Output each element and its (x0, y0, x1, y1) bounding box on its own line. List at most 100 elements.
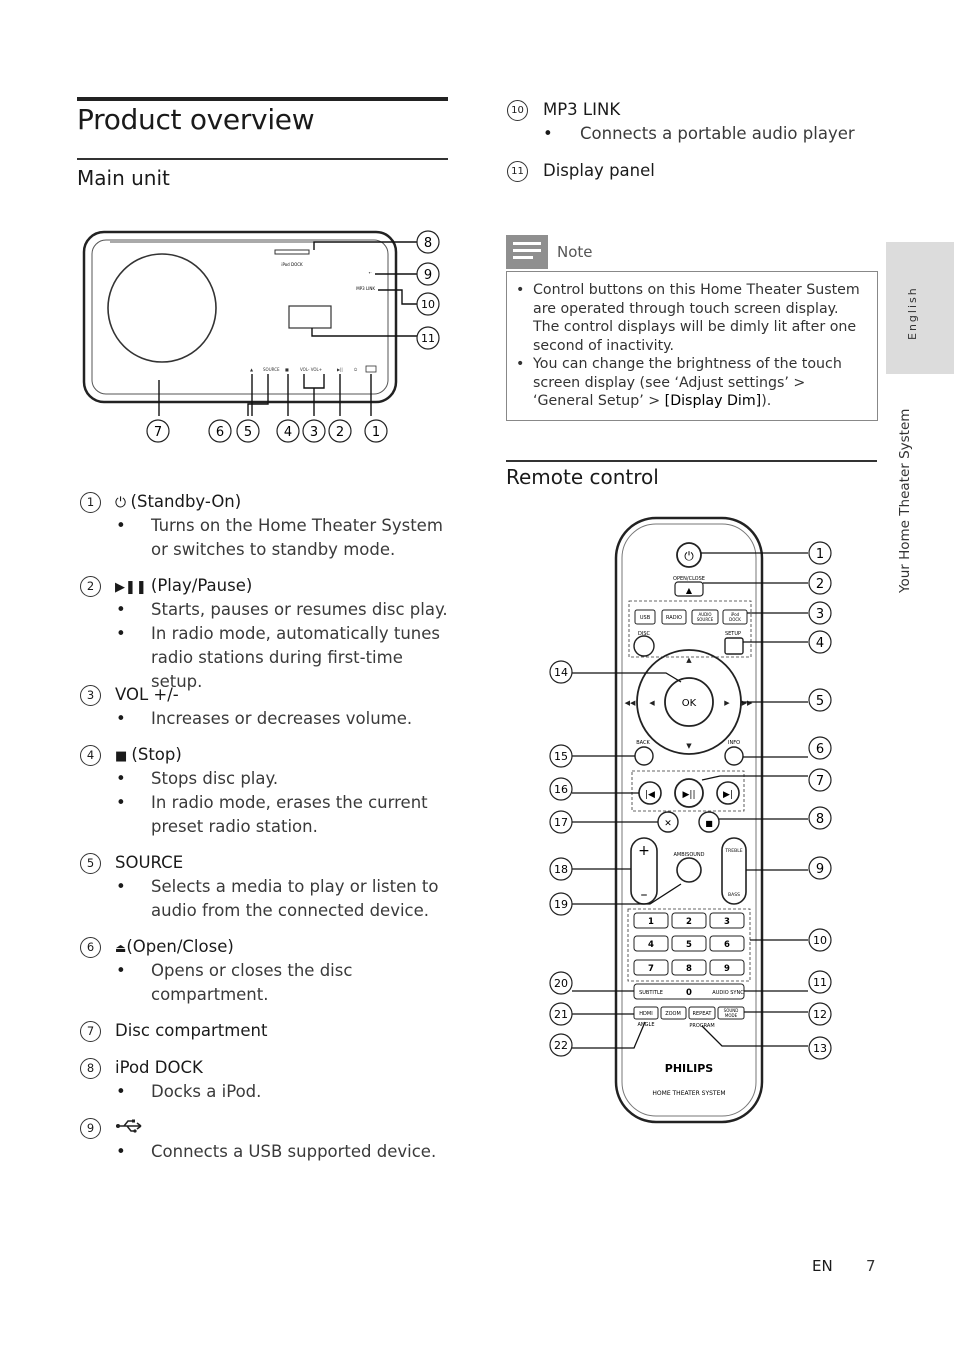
main-unit-diagram: iPod DOCK ⇠ MP3 LINK ▲ SOURCE ■ VOL- VOL… (82, 230, 440, 443)
note-box (506, 271, 878, 421)
item-title: iPod DOCK (115, 1058, 203, 1077)
section-rule (506, 460, 877, 462)
svg-text:⏻: ⏻ (684, 549, 694, 563)
callout-11: 11 (416, 326, 440, 350)
remote-callout-7: 7 (808, 768, 832, 792)
mp3-label: MP3 LINK (356, 286, 375, 291)
remote-callout-22: 22 (549, 1033, 573, 1057)
svg-text:17: 17 (554, 816, 568, 829)
svg-text:INFO: INFO (728, 740, 740, 746)
svg-text:7: 7 (816, 774, 824, 789)
svg-text:9: 9 (724, 964, 730, 974)
svg-text:21: 21 (554, 1008, 568, 1021)
brand-logo: PHILIPS (665, 1062, 714, 1075)
svg-text:3: 3 (816, 607, 824, 622)
item-number: 8 (80, 1058, 101, 1079)
svg-text:4: 4 (648, 940, 654, 950)
remote-callout-4: 4 (808, 630, 832, 654)
note-icon (506, 235, 548, 269)
item-bullet: Increases or decreases volume. (151, 709, 413, 728)
svg-text:DISC: DISC (638, 631, 650, 637)
remote-callout-12: 12 (808, 1002, 832, 1026)
callout-6: 6 (208, 419, 232, 443)
remote-callout-9: 9 (808, 856, 832, 880)
svg-text:AUDIO SYNC: AUDIO SYNC (712, 990, 744, 996)
note-bullet: •Control buttons on this Home Theater Su… (516, 282, 860, 354)
usb-icon (115, 1116, 145, 1140)
item-number: 10 (507, 100, 528, 121)
item-bullet: Connects a USB supported device. (151, 1142, 437, 1161)
svg-text:4: 4 (816, 636, 824, 651)
svg-text:5: 5 (686, 940, 692, 950)
item-bullet: Selects a media to play or listen to aud… (151, 877, 439, 920)
svg-text:ANGLE: ANGLE (638, 1022, 655, 1028)
remote-callout-17: 17 (549, 810, 573, 834)
svg-text:▼: ▼ (686, 742, 692, 750)
item-number: 9 (80, 1118, 101, 1139)
item-title: (Stop) (131, 745, 182, 764)
item-title: SOURCE (115, 853, 184, 872)
svg-text:2: 2 (816, 577, 824, 592)
remote-callout-15: 15 (549, 744, 573, 768)
svg-text:▶: ▶ (724, 699, 730, 707)
vol-label: VOL- VOL+ (300, 367, 322, 372)
item-bullet: Connects a portable audio player (580, 124, 855, 143)
svg-text:HDMI: HDMI (639, 1011, 652, 1017)
callout-5: 5 (236, 419, 260, 443)
item-bullet: Docks a iPod. (151, 1082, 262, 1101)
item-title: (Play/Pause) (150, 576, 253, 595)
svg-text:◀◀: ◀◀ (625, 699, 636, 707)
svg-text:0: 0 (686, 988, 692, 998)
svg-text:TREBLE: TREBLE (724, 848, 742, 854)
svg-text:6: 6 (724, 940, 730, 950)
remote-callout-13: 13 (808, 1036, 832, 1060)
svg-text:OPEN/CLOSE: OPEN/CLOSE (673, 576, 705, 582)
note-bullet: •You can change the brightness of the to… (516, 356, 842, 409)
section-rule (77, 158, 448, 160)
svg-text:■: ■ (285, 367, 289, 372)
item-title: MP3 LINK (543, 100, 621, 119)
svg-text:▲: ▲ (686, 656, 692, 664)
page-title: Product overview (77, 103, 315, 136)
svg-text:4: 4 (284, 425, 292, 440)
svg-text:SOUND: SOUND (724, 1008, 739, 1013)
svg-text:10: 10 (421, 298, 435, 311)
svg-text:|◀: |◀ (645, 790, 655, 800)
item-title: Display panel (543, 161, 655, 180)
svg-text:⏻: ⏻ (354, 367, 358, 372)
remote-callout-10: 10 (808, 928, 832, 952)
dock-label: iPod DOCK (281, 262, 303, 267)
svg-text:6: 6 (816, 742, 824, 757)
svg-text:20: 20 (554, 977, 568, 990)
svg-text:+: + (638, 843, 650, 859)
remote-callout-18: 18 (549, 857, 573, 881)
remote-callout-8: 8 (808, 806, 832, 830)
svg-text:iPod: iPod (731, 612, 740, 617)
item-title: (Open/Close) (126, 937, 234, 956)
svg-text:SETUP: SETUP (725, 631, 741, 637)
remote-callout-5: 5 (808, 688, 832, 712)
svg-text:RADIO: RADIO (666, 615, 682, 621)
callout-2: 2 (328, 419, 352, 443)
item-bullet: Starts, pauses or resumes disc play. (151, 600, 448, 619)
remote-callout-11: 11 (808, 970, 832, 994)
svg-text:13: 13 (813, 1042, 827, 1055)
item-number: 1 (80, 492, 101, 513)
svg-text:SUBTITLE: SUBTITLE (639, 990, 663, 996)
play-pause-icon: ▶❚❚ (115, 580, 151, 595)
language-tab (886, 242, 954, 374)
svg-text:BACK: BACK (636, 740, 650, 746)
item-bullet: Stops disc play. (151, 769, 279, 788)
callout-3: 3 (302, 419, 326, 443)
svg-text:1: 1 (648, 917, 654, 927)
item-number: 2 (80, 576, 101, 597)
callout-10: 10 (416, 292, 440, 316)
callout-7: 7 (146, 419, 170, 443)
item-number: 4 (80, 745, 101, 766)
svg-text:OK: OK (682, 698, 697, 709)
svg-text:AMBISOUND: AMBISOUND (674, 852, 705, 858)
svg-text:DOCK: DOCK (729, 617, 741, 622)
page-number: 7 (866, 1257, 876, 1275)
svg-text:11: 11 (421, 332, 435, 345)
